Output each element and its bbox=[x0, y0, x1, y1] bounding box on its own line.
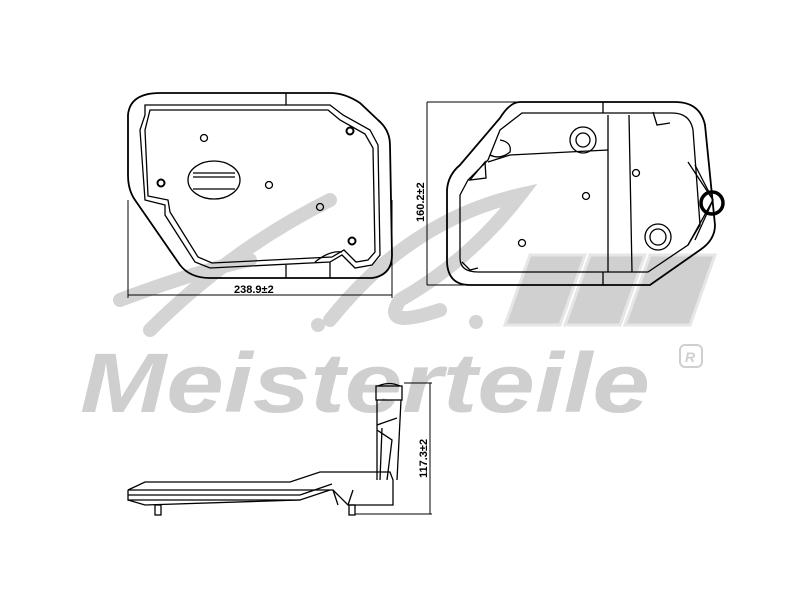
width-dimension-label: 238.9±2 bbox=[234, 284, 274, 296]
bottom-view bbox=[426, 101, 725, 286]
top-view bbox=[127, 92, 393, 298]
side-dimension-label: 117.3±2 bbox=[418, 439, 430, 478]
registered-mark-icon bbox=[679, 344, 703, 368]
svg-text:R: R bbox=[685, 349, 696, 365]
watermark-logo: Meisterteile R bbox=[80, 183, 718, 430]
side-view bbox=[127, 382, 432, 516]
brand-text: Meisterteile bbox=[80, 336, 650, 430]
height-dimension-label: 160.2±2 bbox=[415, 182, 427, 222]
